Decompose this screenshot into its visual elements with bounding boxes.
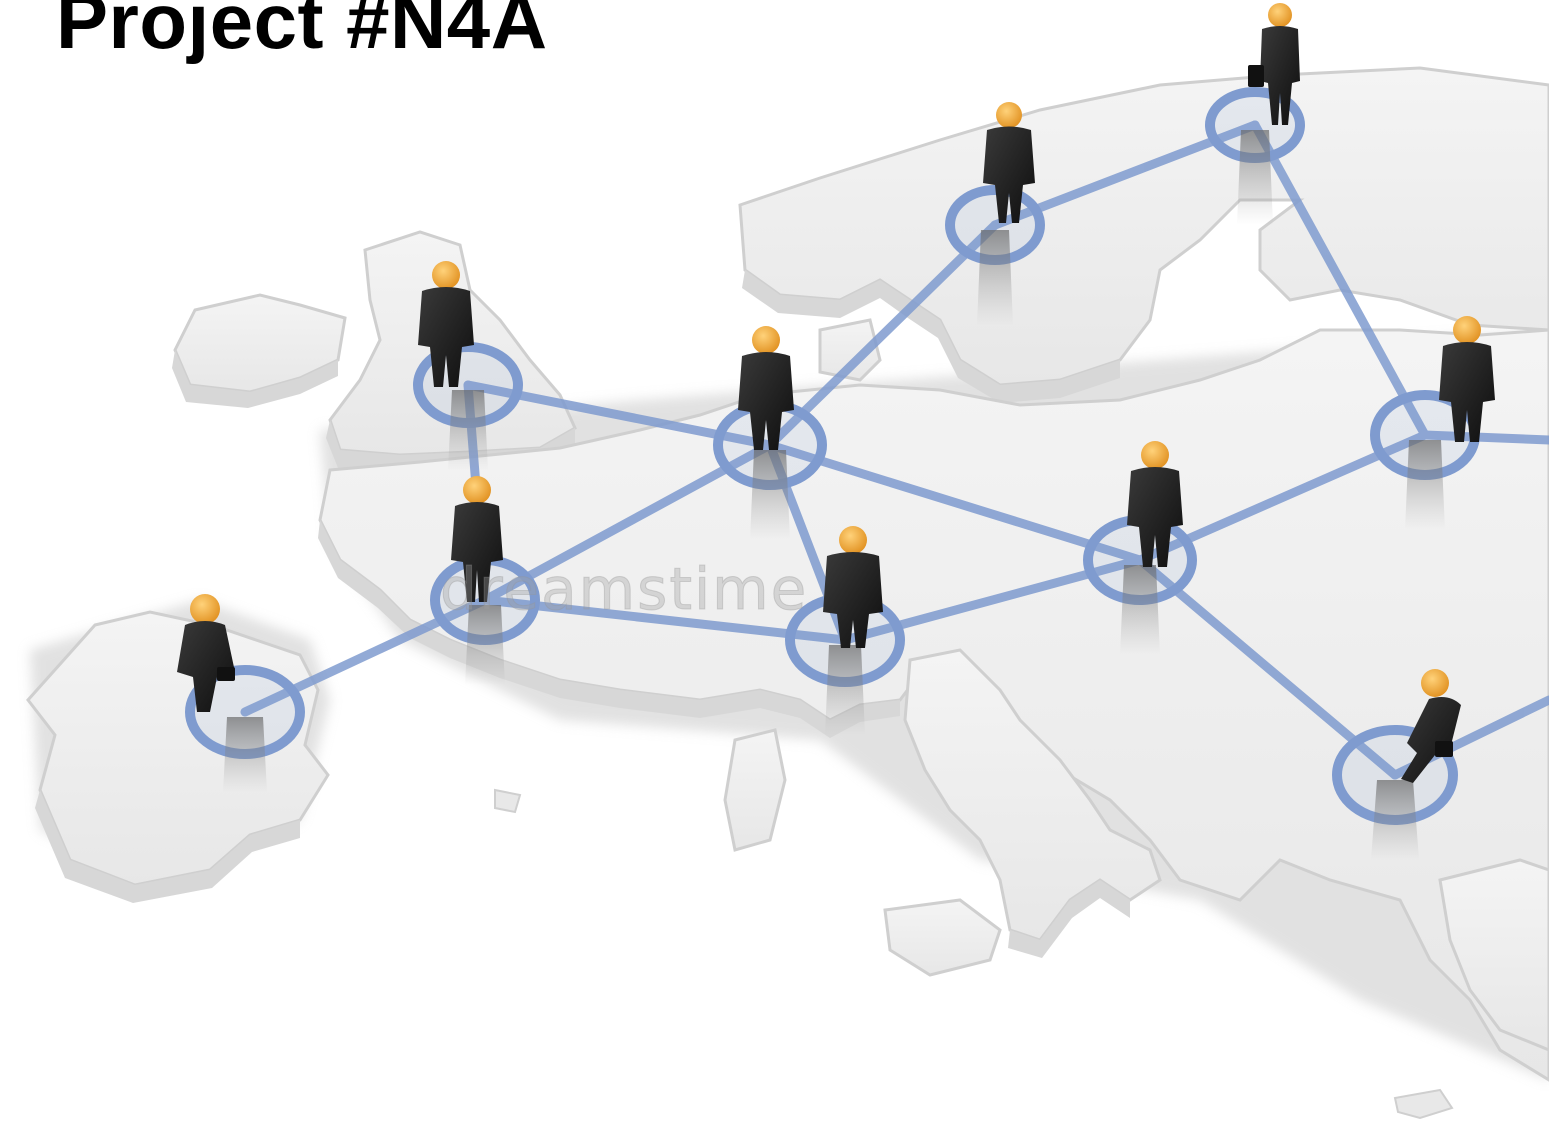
network-node [1205,3,1305,225]
businessman-figure [1401,669,1461,783]
businessman-figure [983,102,1035,223]
businessman-figure [1248,3,1300,125]
businessman-figure [1127,441,1183,567]
businessman-figure [418,261,474,387]
network-node [785,526,905,735]
businessman-figure [177,594,235,712]
connection-line [480,595,850,645]
businessman-figure [823,526,883,648]
businessman-figure [451,476,503,602]
connection-line [1420,430,1549,445]
network-node [713,326,827,540]
connection-line [480,440,775,605]
connection-line [1250,120,1430,440]
iberia-landmass [26,610,330,887]
network-node [1370,316,1495,530]
businessman-figure [1439,316,1495,442]
network-node [1332,669,1461,860]
connection-line [765,440,1145,565]
network-node [430,476,540,685]
businessman-figure [738,326,794,450]
network-node [413,261,523,470]
network-nodes [177,3,1495,860]
network-node [945,102,1045,325]
slide-title: Project #N4A [56,0,548,65]
network-node [1083,441,1197,655]
europe-map [26,66,1549,1120]
connection-line [765,220,1000,450]
network-node [177,594,305,792]
